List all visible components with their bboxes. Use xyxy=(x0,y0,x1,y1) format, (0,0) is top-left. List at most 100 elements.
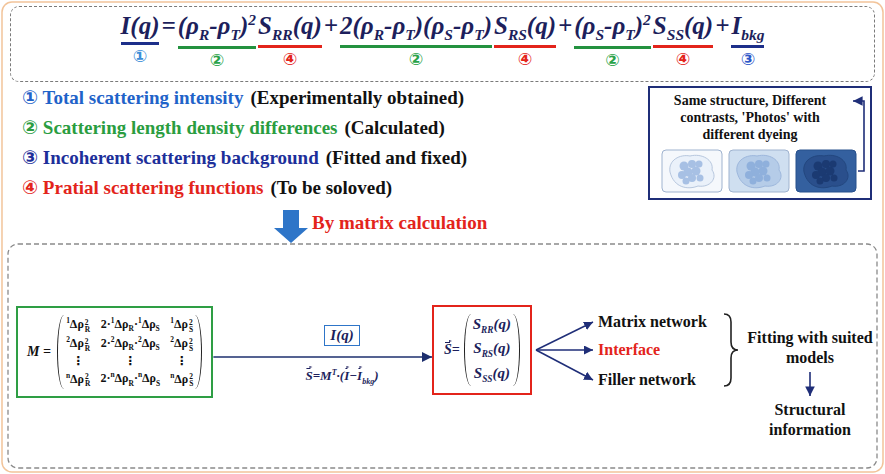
equation-line: SRS(q) xyxy=(494,10,556,44)
matrix-entry: Δρ xyxy=(174,372,188,386)
vector-entry: SS xyxy=(482,374,492,384)
matrix-entry: 1 xyxy=(111,316,115,325)
label-group: ④ Pratial scattering functions(To be sol… xyxy=(22,176,392,200)
dyed-photo xyxy=(796,150,856,192)
equation-term: RS xyxy=(508,26,527,43)
matrix-entry: 2 xyxy=(111,335,115,344)
text-unit: Same structure, Different contrasts, 'Ph… xyxy=(674,93,826,142)
equation-line: + xyxy=(715,10,729,41)
equation-term: bkg xyxy=(741,26,764,43)
legend-item: ① Total scattering intensity xyxy=(22,87,243,108)
text-unit: Δρ xyxy=(70,317,84,331)
text-unit: T xyxy=(405,12,414,39)
text-unit: Δρ xyxy=(115,317,129,331)
matrix-entry: 2 xyxy=(85,338,90,345)
equation-group: + xyxy=(715,10,729,41)
matrix-entry: n xyxy=(138,370,142,379)
equation-row: I(q)①=(ρR-ρT)2②SRR(q)④+2(ρR-ρT)(ρS-ρT)②S… xyxy=(120,10,766,70)
matrix-cell: nΔρ2S xyxy=(170,371,193,388)
result-label: Structural information xyxy=(769,401,851,438)
legend-item: ② Scattering length density differences xyxy=(22,117,337,138)
contrast-box: Same structure, Different contrasts, 'Ph… xyxy=(648,86,872,200)
vector-entry: RS xyxy=(482,349,493,359)
legend-item: (Calculated) xyxy=(344,117,444,138)
vector-entry: (q) xyxy=(494,316,512,332)
text-unit: (q) xyxy=(494,316,512,332)
text-unit: ) xyxy=(635,12,643,39)
text-unit: · xyxy=(134,336,138,350)
label-group: ② Scattering length density differences (… xyxy=(22,116,445,140)
formula-term: T xyxy=(332,368,337,377)
text-unit: I(q) xyxy=(330,327,353,343)
matrix-entry: R xyxy=(85,326,90,333)
matrix-name: M = xyxy=(27,344,51,360)
equation-line: (ρR-ρT)2 xyxy=(178,10,256,45)
equation-term: (ρ xyxy=(178,12,199,39)
text-unit: − xyxy=(349,368,357,383)
matrix-entry: S xyxy=(156,379,160,388)
text-unit: -ρ xyxy=(209,12,230,39)
equation-term: I xyxy=(731,12,741,39)
text-unit: (q) xyxy=(527,12,556,39)
term-underline xyxy=(494,45,556,48)
dyed-photo xyxy=(729,150,789,192)
text-unit: S xyxy=(595,12,604,39)
stacked-script: 2S xyxy=(189,338,193,352)
matrix-entry: S xyxy=(189,345,193,352)
equation-group: + xyxy=(558,10,572,41)
matrix-entry: n xyxy=(110,370,114,379)
text-unit: T xyxy=(625,12,634,39)
text-unit: I xyxy=(357,368,362,383)
text-unit: S xyxy=(444,342,452,357)
text-unit: ) xyxy=(240,12,248,39)
equation-group: SRS(q)④ xyxy=(494,10,556,70)
equation-line: SSS(q) xyxy=(653,10,713,44)
text-unit: I xyxy=(731,12,741,39)
label-group: Interface xyxy=(598,340,660,360)
text-unit: SS xyxy=(667,12,684,39)
term-underline xyxy=(121,42,160,45)
equation-term: (q) xyxy=(293,12,322,39)
matrix-cell: 2·1ΔρR·1ΔρS xyxy=(101,316,160,334)
equation-term: -ρ xyxy=(453,12,474,39)
text-unit: Δρ xyxy=(115,336,129,350)
text-unit: SS xyxy=(482,365,492,381)
equation-box: I(q)①=(ρR-ρT)2②SRR(q)④+2(ρR-ρT)(ρS-ρT)②S… xyxy=(10,6,875,82)
intensity-box: I(q) xyxy=(324,325,359,346)
equation-line: 2(ρR-ρT)(ρS-ρT) xyxy=(340,10,492,44)
text-unit: Structural information xyxy=(769,401,851,438)
equation-line: + xyxy=(324,10,338,41)
equation-group: Ibkg③ xyxy=(731,10,764,70)
legend-item: (To be soloved) xyxy=(270,177,392,198)
matrix-entry: 2 xyxy=(85,319,90,326)
matrix-cell: ⋮ xyxy=(124,354,136,370)
text-unit: RS xyxy=(508,12,527,39)
text-unit: R xyxy=(374,12,384,39)
equation-term: ) xyxy=(635,12,643,39)
step-label: By matrix calculation xyxy=(312,212,487,233)
equation-term: S xyxy=(494,12,508,39)
output-arrow xyxy=(536,322,593,350)
text-unit: S xyxy=(156,317,160,331)
text-unit: S xyxy=(156,336,160,350)
text-unit: (q) xyxy=(492,365,510,381)
stacked-script: 2R xyxy=(85,319,90,333)
text-unit: S xyxy=(305,368,312,383)
matrix-entry: 2 xyxy=(85,373,90,380)
matrix-entry: Δρ xyxy=(142,336,156,350)
text-unit: Filler network xyxy=(598,371,696,388)
text-unit: T xyxy=(474,12,483,39)
matrix-box: M =1Δρ2R2·1ΔρR·1ΔρS1Δρ2S2Δρ2R2·2ΔρR·2ΔρS… xyxy=(16,306,213,399)
label-group: Filler network xyxy=(598,370,696,390)
matrix-entry: 2 xyxy=(138,335,142,344)
text-unit: 1 xyxy=(138,317,142,331)
vector-cell: SSS(q) xyxy=(474,364,510,385)
label-group: Structural information xyxy=(760,400,860,440)
result-arrow xyxy=(809,372,811,396)
text-unit: -ρ xyxy=(453,12,474,39)
text-unit: ) xyxy=(374,368,378,383)
text-unit: (q) xyxy=(293,12,322,39)
label-group: ① Total scattering intensity(Experimenta… xyxy=(22,86,464,110)
vector-entry: (q) xyxy=(493,340,511,356)
text-unit: 2· xyxy=(101,336,111,350)
